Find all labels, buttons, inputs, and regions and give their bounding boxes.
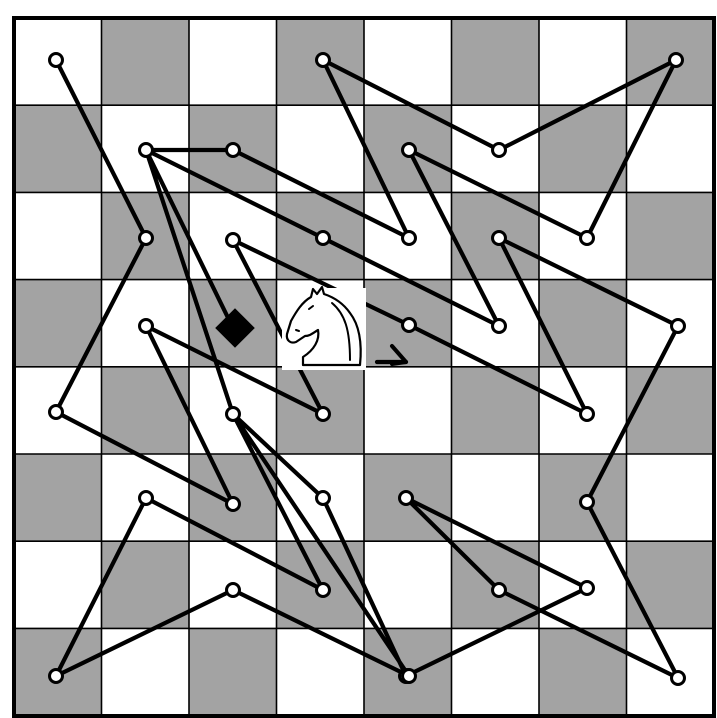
tour-node bbox=[403, 144, 416, 157]
dark-square bbox=[452, 18, 540, 106]
tour-node bbox=[140, 232, 153, 245]
dark-square bbox=[14, 105, 102, 193]
dark-square bbox=[102, 18, 190, 106]
dark-square bbox=[452, 367, 540, 455]
tour-node bbox=[403, 232, 416, 245]
light-square bbox=[627, 105, 715, 193]
tour-node bbox=[493, 232, 506, 245]
tour-node bbox=[227, 234, 240, 247]
light-square bbox=[102, 628, 190, 716]
tour-node bbox=[670, 54, 683, 67]
light-square bbox=[364, 18, 452, 106]
light-square bbox=[277, 628, 365, 716]
tour-node bbox=[227, 408, 240, 421]
tour-node bbox=[317, 492, 330, 505]
tour-node bbox=[672, 320, 685, 333]
light-square bbox=[452, 628, 540, 716]
tour-node bbox=[317, 584, 330, 597]
tour-node bbox=[50, 670, 63, 683]
tour-node bbox=[227, 498, 240, 511]
dark-square bbox=[14, 454, 102, 542]
dark-square bbox=[627, 367, 715, 455]
tour-node bbox=[493, 584, 506, 597]
tour-node bbox=[50, 54, 63, 67]
tour-node bbox=[581, 582, 594, 595]
light-square bbox=[189, 18, 277, 106]
dark-square bbox=[627, 192, 715, 280]
tour-node bbox=[140, 492, 153, 505]
tour-node bbox=[400, 492, 413, 505]
tour-node bbox=[317, 408, 330, 421]
tour-node bbox=[581, 408, 594, 421]
tour-node bbox=[317, 54, 330, 67]
dark-square bbox=[627, 541, 715, 629]
tour-node bbox=[50, 406, 63, 419]
light-square bbox=[627, 454, 715, 542]
tour-node bbox=[403, 670, 416, 683]
knight-icon bbox=[282, 287, 366, 370]
dark-square bbox=[539, 628, 627, 716]
tour-node bbox=[581, 232, 594, 245]
dark-square bbox=[189, 628, 277, 716]
tour-node bbox=[493, 144, 506, 157]
tour-node bbox=[581, 496, 594, 509]
tour-node bbox=[140, 144, 153, 157]
dark-square bbox=[14, 280, 102, 368]
tour-node bbox=[140, 320, 153, 333]
light-square bbox=[14, 192, 102, 280]
tour-node bbox=[227, 144, 240, 157]
tour-node bbox=[493, 320, 506, 333]
tour-node bbox=[227, 584, 240, 597]
tour-node bbox=[403, 319, 416, 332]
light-square bbox=[364, 367, 452, 455]
tour-node bbox=[317, 232, 330, 245]
tour-node bbox=[672, 672, 685, 685]
